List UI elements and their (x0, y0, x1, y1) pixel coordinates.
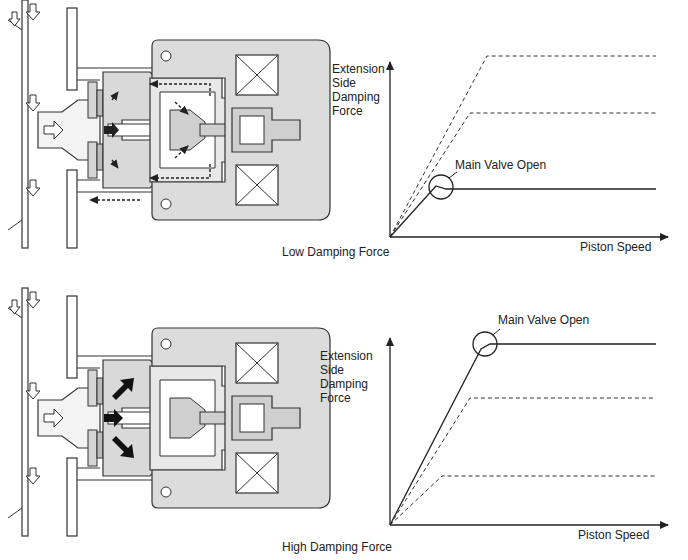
annotation: Main Valve Open (498, 313, 638, 327)
valve-high (8, 288, 330, 536)
graph-high (390, 329, 668, 525)
caption-label: High Damping Force (282, 540, 432, 554)
axis-label: Piston Speed (578, 528, 678, 542)
graph-low (390, 56, 668, 237)
axis-label: Piston Speed (580, 240, 680, 254)
axis-label: Extension Side Damping Force (332, 62, 388, 118)
axis-label: Extension Side Damping Force (320, 349, 376, 405)
caption-label: Low Damping Force (282, 245, 422, 259)
annotation: Main Valve Open (455, 158, 595, 172)
valve-low (8, 0, 330, 248)
